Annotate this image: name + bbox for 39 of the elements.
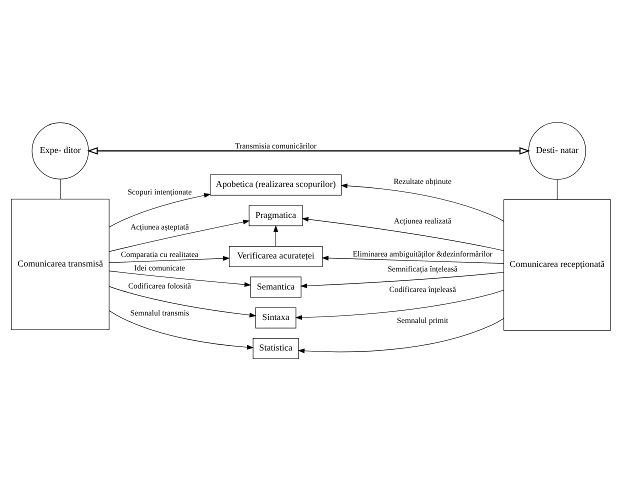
- edge-label: Scopuri intenționate: [128, 187, 192, 196]
- edge-label: Idei comunicate: [134, 262, 186, 272]
- connector: [60, 178, 61, 199]
- arrow: [300, 271, 504, 288]
- node-box: Comunicarea recepționată: [504, 198, 611, 330]
- node-box: Comunicarea transmisă: [11, 198, 110, 330]
- node-box: Semantica: [250, 276, 302, 298]
- edge-label: Acțiunea realizată: [394, 216, 452, 226]
- arrow: [108, 270, 252, 286]
- node-circle: Desti- natar: [528, 122, 586, 180]
- arrow: [87, 146, 530, 154]
- connector: [556, 178, 558, 200]
- node-circle: Expe- ditor: [32, 122, 89, 179]
- arrow: [108, 286, 256, 317]
- arrow: [108, 192, 211, 227]
- arrow: [322, 255, 504, 264]
- edge-label: Codificarea înțeleasă: [389, 284, 456, 294]
- arrow: [302, 216, 504, 251]
- edge-label: Comparatia cu realitatea: [120, 250, 198, 259]
- edge-label: Semnalul transmis: [130, 308, 190, 318]
- edge-label: Acțiunea așteptată: [130, 222, 189, 231]
- edge-label: Eliminarea ambiguităților &dezinformărilor: [352, 249, 492, 258]
- arrow: [298, 318, 504, 353]
- edge-label: Semnificația înțeleasă: [388, 264, 458, 273]
- node-box: Statistica: [252, 338, 299, 359]
- arrow: [295, 289, 504, 320]
- edge-label: Rezultate obținute: [394, 176, 452, 186]
- edge-label: Codificarea folosită: [128, 280, 192, 290]
- edge-label: Semnalul primit: [396, 316, 448, 325]
- node-box: Apobetica (realizarea scopurilor): [210, 174, 342, 195]
- arrow: [108, 310, 254, 350]
- arrow: [108, 256, 230, 262]
- node-box: Pragmatica: [248, 204, 303, 226]
- arrow: [273, 224, 278, 246]
- node-box: Sintaxa: [255, 306, 296, 328]
- arrow: [340, 182, 504, 222]
- node-box: Verificarea acurateței: [228, 246, 323, 267]
- edge-label: Transmisia comunicărilor: [235, 141, 317, 150]
- arrow: [108, 219, 250, 252]
